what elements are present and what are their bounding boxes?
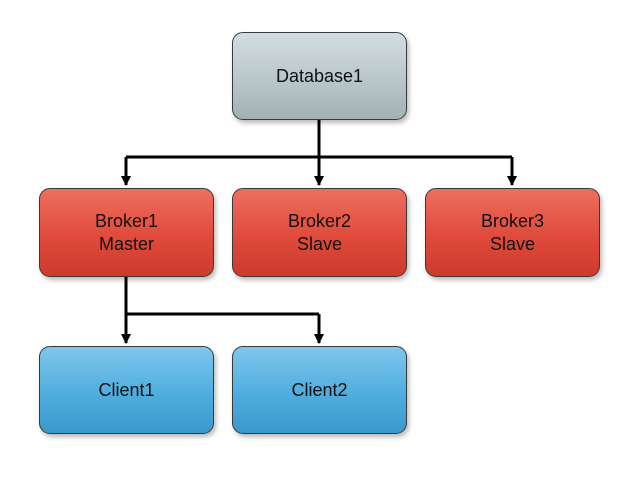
broker3-name: Broker3 xyxy=(480,210,545,231)
edge-broker1-to-clients xyxy=(121,277,324,344)
database1-label: Database1 xyxy=(275,65,364,86)
client1-label: Client1 xyxy=(98,379,155,400)
broker2-role: Slave xyxy=(296,233,343,254)
broker1-name: Broker1 xyxy=(94,210,159,231)
broker3-node: Broker3 Slave xyxy=(425,188,600,277)
client2-node: Client2 xyxy=(232,346,407,434)
broker1-node: Broker1 Master xyxy=(39,188,214,277)
broker2-name: Broker2 xyxy=(287,210,352,231)
broker2-node: Broker2 Slave xyxy=(232,188,407,277)
client2-label: Client2 xyxy=(291,379,348,400)
edge-database1-to-brokers xyxy=(121,120,517,186)
broker3-role: Slave xyxy=(489,233,536,254)
broker1-role: Master xyxy=(98,233,154,254)
client1-node: Client1 xyxy=(39,346,214,434)
database1-node: Database1 xyxy=(232,32,407,120)
